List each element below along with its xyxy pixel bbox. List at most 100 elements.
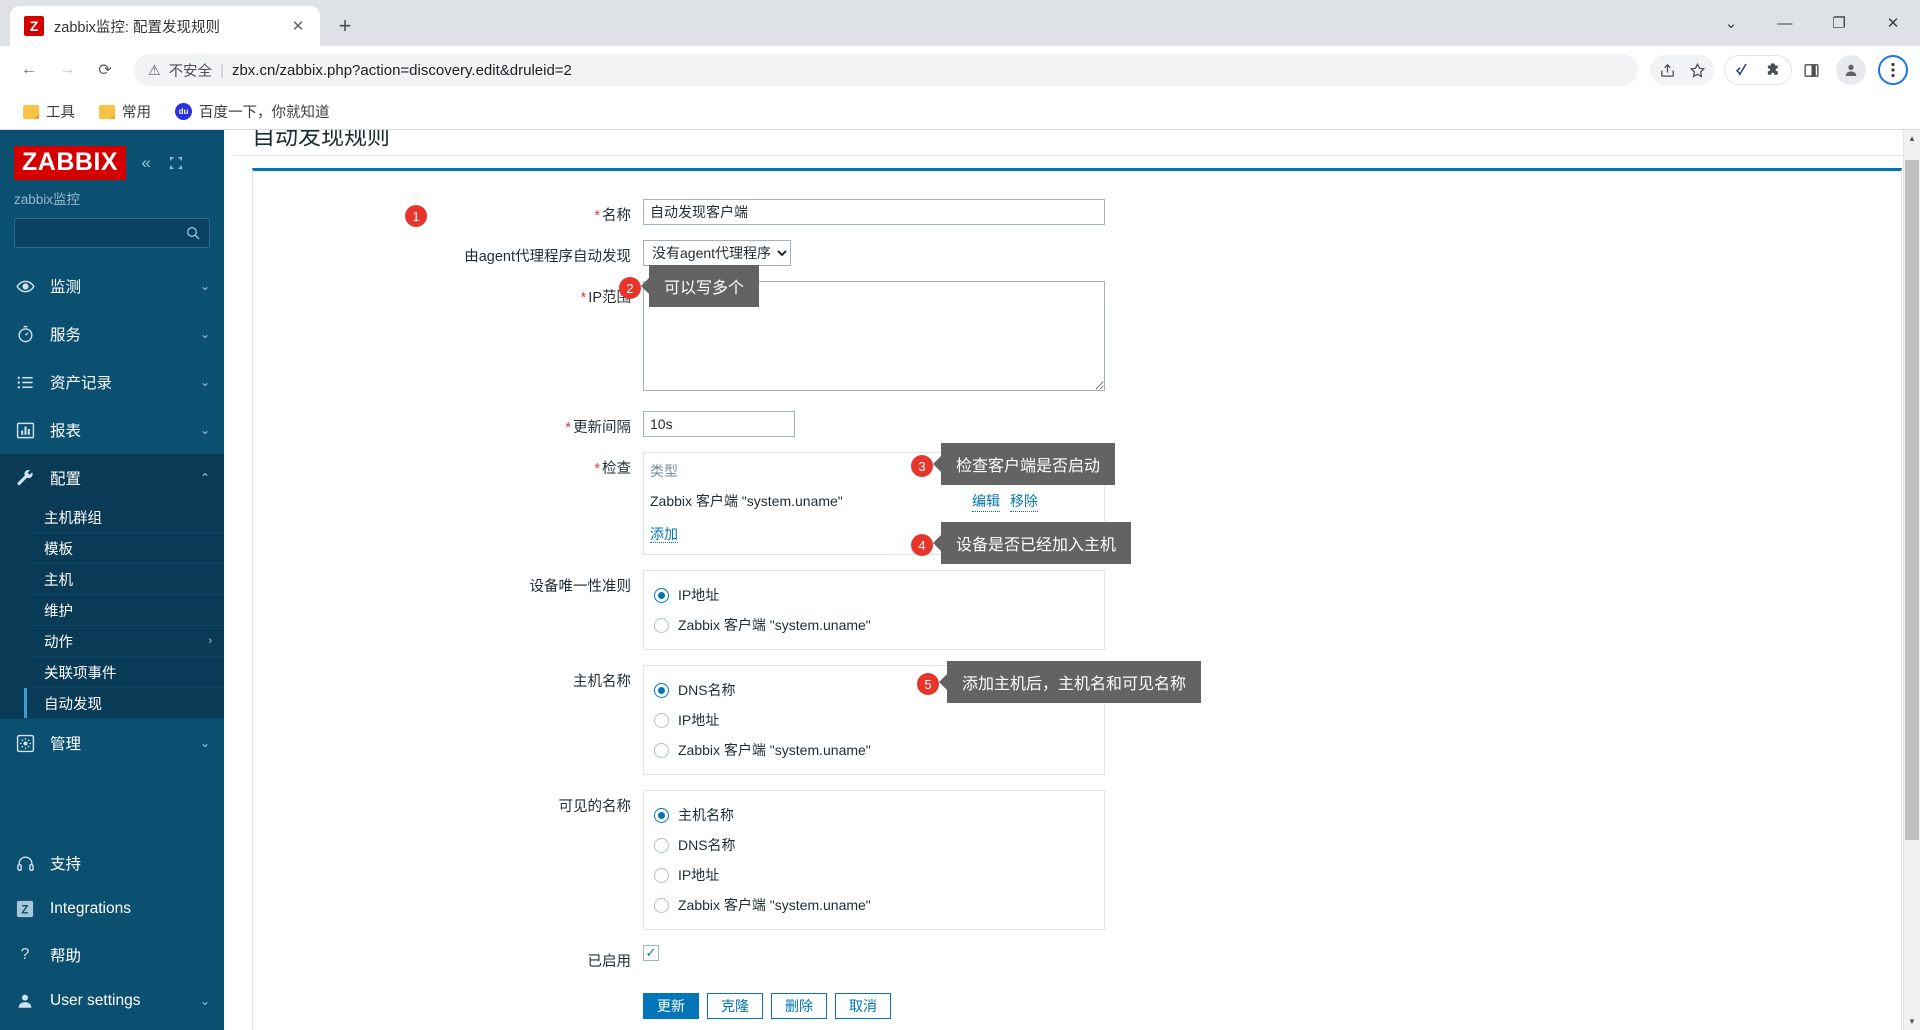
share-icon[interactable] <box>1652 55 1682 85</box>
vertical-scrollbar[interactable]: ▲ ▼ <box>1903 130 1920 1030</box>
back-icon[interactable]: ← <box>21 61 37 78</box>
sidebar-subitem-event-correlation[interactable]: 关联项事件 <box>28 657 224 688</box>
radio-icon[interactable] <box>654 682 669 698</box>
visiblename-radio-group: 主机名称 DNS名称 IP地址 <box>643 790 1105 930</box>
remove-check-link[interactable]: 移除 <box>1010 491 1038 512</box>
hide-sidebar-icon[interactable] <box>166 153 186 173</box>
close-window-button[interactable]: ✕ <box>1886 15 1900 32</box>
radio-icon[interactable] <box>654 807 669 823</box>
radio-icon[interactable] <box>654 867 669 883</box>
collapse-sidebar-icon[interactable]: « <box>141 153 151 172</box>
ip-range-field-wrap: 172.16.1.31 <box>643 281 1901 396</box>
chevron-down-icon: ⌄ <box>199 279 210 293</box>
radio-icon[interactable] <box>654 712 669 728</box>
forward-icon[interactable]: → <box>59 61 75 78</box>
sidebar-item-configuration[interactable]: 配置 ⌃ <box>0 454 224 502</box>
hostname-option[interactable]: IP地址 <box>654 705 1094 735</box>
option-label: Zabbix 客户端 "system.uname" <box>678 617 871 633</box>
search-input[interactable] <box>23 224 185 242</box>
visiblename-option[interactable]: IP地址 <box>654 860 1094 890</box>
side-panel-icon[interactable] <box>1796 55 1826 85</box>
tab-close-icon[interactable]: ✕ <box>291 18 305 35</box>
interval-input[interactable] <box>643 411 795 437</box>
cancel-button[interactable]: 取消 <box>835 993 891 1019</box>
submenu-label: 主机 <box>44 572 73 589</box>
maximize-button[interactable]: ❐ <box>1832 15 1846 32</box>
uniqueness-option[interactable]: Zabbix 客户端 "system.uname" <box>654 610 1094 640</box>
zabbix-sidebar: ZABBIX « zabbix监控 监测 <box>0 130 224 1030</box>
extensions-icon[interactable] <box>1758 55 1788 85</box>
bookmark-item[interactable]: 工具 <box>14 97 84 126</box>
sidebar-subitem-templates[interactable]: 模板 <box>28 533 224 564</box>
radio-icon[interactable] <box>654 617 669 633</box>
sidebar-item-administration[interactable]: 管理 ⌄ <box>0 719 224 767</box>
sidebar-item-help[interactable]: ? 帮助 <box>0 932 224 978</box>
update-button[interactable]: 更新 <box>643 993 699 1019</box>
sidebar-subitem-actions[interactable]: 动作 › <box>28 626 224 657</box>
search-icon[interactable] <box>185 225 201 241</box>
bookmarks-bar: 工具 常用 du 百度一下，你就知道 <box>0 94 1920 130</box>
clone-button[interactable]: 克隆 <box>707 993 763 1019</box>
radio-icon[interactable] <box>654 587 669 603</box>
url-text[interactable]: zbx.cn/zabbix.php?action=discovery.edit&… <box>231 61 572 79</box>
proxy-field-wrap: 没有agent代理程序 <box>643 240 1901 266</box>
option-label: IP地址 <box>678 712 720 728</box>
sidebar-item-user-settings[interactable]: User settings ⌄ <box>0 978 224 1024</box>
visiblename-option[interactable]: DNS名称 <box>654 830 1094 860</box>
enabled-label: 已启用 <box>587 954 632 970</box>
sidebar-item-inventory[interactable]: 资产记录 ⌄ <box>0 358 224 406</box>
chevron-right-icon: › <box>208 635 212 647</box>
visiblename-field-wrap: 主机名称 DNS名称 IP地址 <box>643 790 1901 930</box>
chevron-down-icon: ⌄ <box>199 375 210 389</box>
sidebar-item-integrations[interactable]: Z Integrations <box>0 886 224 932</box>
browser-tab[interactable]: Z zabbix监控: 配置发现规则 ✕ <box>10 6 320 46</box>
sidebar-item-support[interactable]: 支持 <box>0 840 224 886</box>
delete-button[interactable]: 删除 <box>771 993 827 1019</box>
name-field-wrap <box>643 199 1901 225</box>
submenu-label: 主机群组 <box>44 510 102 527</box>
name-input[interactable] <box>643 199 1105 225</box>
sidebar-item-services[interactable]: 服务 ⌄ <box>0 310 224 358</box>
visiblename-option[interactable]: 主机名称 <box>654 800 1094 830</box>
enabled-checkbox[interactable]: ✓ <box>643 945 659 961</box>
bookmark-item[interactable]: du 百度一下，你就知道 <box>166 97 339 126</box>
profile-avatar[interactable] <box>1836 55 1866 85</box>
sidebar-item-monitoring[interactable]: 监测 ⌄ <box>0 262 224 310</box>
tab-search-chevron-icon[interactable]: ⌄ <box>1724 15 1738 32</box>
add-check-link[interactable]: 添加 <box>650 526 678 543</box>
not-secure-label: 不安全 <box>168 63 213 80</box>
radio-icon[interactable] <box>654 837 669 853</box>
chrome-menu-icon[interactable] <box>1878 55 1908 85</box>
sidebar-item-reports[interactable]: 报表 ⌄ <box>0 406 224 454</box>
chevron-down-icon: ⌄ <box>199 994 210 1008</box>
hostname-option[interactable]: Zabbix 客户端 "system.uname" <box>654 735 1094 765</box>
devtool-icon[interactable] <box>1728 55 1758 85</box>
reload-icon[interactable]: ⟳ <box>98 62 112 79</box>
uniqueness-option[interactable]: IP地址 <box>654 580 1094 610</box>
radio-icon[interactable] <box>654 897 669 913</box>
folder-icon <box>23 104 39 119</box>
sidebar-subitem-discovery[interactable]: 自动发现 <box>24 688 224 719</box>
hostname-option[interactable]: DNS名称 <box>654 675 1094 705</box>
sidebar-item-label: 服务 <box>50 327 82 344</box>
sidebar-subitem-host-groups[interactable]: 主机群组 <box>28 502 224 533</box>
zabbix-logo[interactable]: ZABBIX <box>14 146 127 180</box>
proxy-select[interactable]: 没有agent代理程序 <box>643 240 791 266</box>
scroll-down-arrow[interactable]: ▼ <box>1908 1017 1916 1026</box>
enabled-field-wrap: ✓ <box>643 945 1901 961</box>
bookmark-star-icon[interactable] <box>1682 55 1712 85</box>
address-bar[interactable]: ⚠ 不安全 | zbx.cn/zabbix.php?action=discove… <box>134 54 1638 86</box>
edit-check-link[interactable]: 编辑 <box>972 491 1000 512</box>
new-tab-button[interactable]: + <box>338 13 352 38</box>
scroll-up-arrow[interactable]: ▲ <box>1908 134 1916 143</box>
radio-icon[interactable] <box>654 742 669 758</box>
sidebar-subitem-hosts[interactable]: 主机 <box>28 564 224 595</box>
bookmark-item[interactable]: 常用 <box>90 97 160 126</box>
configuration-submenu: 主机群组 模板 主机 维护 动作 › 关联项事件 自动发现 <box>0 502 224 719</box>
visiblename-option[interactable]: Zabbix 客户端 "system.uname" <box>654 890 1094 920</box>
sidebar-search[interactable] <box>14 218 210 248</box>
scrollbar-thumb[interactable] <box>1905 160 1919 840</box>
sidebar-subitem-maintenance[interactable]: 维护 <box>28 595 224 626</box>
minimize-button[interactable]: — <box>1777 14 1793 32</box>
annotation-badge-5: 5 <box>917 673 939 695</box>
